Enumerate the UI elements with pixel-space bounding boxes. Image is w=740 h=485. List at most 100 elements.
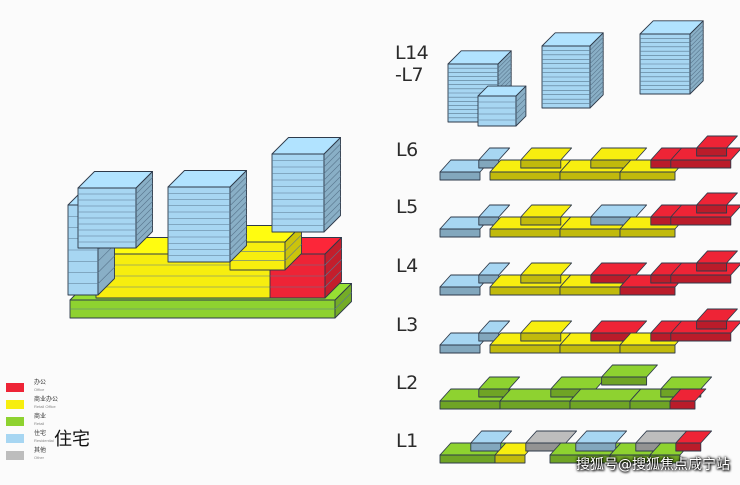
tower-middle-floor-line: [229, 201, 247, 219]
tower-middle-floor-line: [229, 232, 247, 250]
plate-l5-cell-front: [670, 216, 732, 226]
plate-l4-cell-front: [619, 286, 676, 296]
exploded-tower-left-top: [447, 50, 512, 65]
exploded-tower-right-floor-line: [689, 33, 704, 48]
tower-right-floor-line: [323, 163, 341, 181]
legend-sub-retail-office: Retail Office: [34, 404, 56, 409]
exploded-tower-left-floor-line: [497, 58, 512, 73]
tower-left-floor-line: [135, 183, 153, 201]
plate-l3-cell-top: [478, 320, 511, 334]
legend-swatch-office: [6, 383, 24, 392]
exploded-tower-middle-floor-line: [589, 76, 604, 91]
exploded-tower-right-floor-line: [689, 59, 704, 73]
exploded-tower-left-floor-line: [497, 63, 512, 77]
legend-sub-residential: Residential: [34, 438, 54, 443]
exploded-tower-right-floor-line: [689, 46, 704, 60]
tower-left-floor-line: [135, 219, 153, 237]
exploded-tower-right-floor-line: [689, 63, 704, 78]
tower-right-floor-line: [323, 169, 341, 187]
plate-l5-cell-front: [439, 228, 481, 238]
tower-middle-floor-line: [229, 182, 247, 200]
podium-office-block-floor-line: [324, 248, 342, 266]
level-label-l5: L5: [396, 196, 418, 218]
tower-middle-floor-line: [229, 239, 247, 256]
podium-office-block-floor-line: [324, 259, 342, 277]
exploded-tower-left-annex-top: [477, 85, 527, 97]
exploded-tower-middle-floor-line: [589, 72, 604, 87]
plate-l4-cell-top: [520, 262, 573, 276]
podium-office-block-floor-line: [324, 270, 342, 288]
legend-sub-other: Other: [34, 455, 45, 460]
plate-l3-cell-top: [696, 308, 738, 322]
plate-l6-cell-front: [670, 159, 732, 169]
plate-l5-cell-front: [489, 228, 561, 238]
plate-l5-cell-front: [619, 228, 676, 238]
tower-left-floor-line: [135, 207, 153, 225]
plate-l4-cell-top: [590, 262, 648, 276]
exploded-tower-middle-floor-line: [589, 54, 604, 69]
tower-left-floor-line: [135, 189, 153, 207]
plate-l1-cell-front: [494, 454, 526, 464]
legend-item-office: 办公 Office: [6, 380, 126, 397]
legend-label-office: 办公: [34, 380, 47, 386]
legend-swatch-retail-office: [6, 400, 24, 409]
plate-l2-cell-top: [550, 376, 608, 390]
tower-right-floor-line: [323, 189, 341, 207]
legend-sub-retail: Retail: [34, 421, 45, 426]
plate-l3-cell-front: [489, 344, 561, 354]
exploded-tower-middle-floor-line: [589, 81, 604, 95]
tower-right-floor-line: [323, 182, 341, 200]
plate-l5-cell-front: [696, 204, 728, 214]
tower-right-floor-line: [323, 202, 341, 220]
tower-middle-floor-line: [229, 214, 247, 231]
tower-right-floor-line: [323, 208, 341, 226]
plate-l4-cell-front: [520, 274, 562, 284]
podium-level-1-floor-line: [334, 292, 352, 310]
tower-middle-floor-line: [229, 189, 247, 206]
plate-l4-cell-front: [489, 286, 561, 296]
level-label-l4: L4: [396, 255, 418, 277]
plate-l6-cell-front: [559, 171, 621, 181]
tower-right-floor-line: [323, 195, 341, 213]
level-label-l2: L2: [396, 372, 418, 394]
plate-l1-cell-front: [675, 442, 702, 452]
tower-middle-floor-line: [229, 176, 247, 194]
exploded-tower-right-floor-line: [689, 67, 704, 82]
exploded-tower-middle-floor-line: [589, 85, 604, 100]
plate-l4-cell-front: [670, 274, 732, 284]
exploded-tower-middle-floor-line: [589, 37, 604, 51]
legend-item-retail-office: 商业办公 Retail Office: [6, 397, 126, 414]
plate-l2-cell-top: [660, 376, 713, 390]
tower-left-top: [77, 171, 153, 189]
plate-l6-cell-top: [478, 147, 511, 161]
legend-item-other: 其他 Other: [6, 448, 126, 465]
plate-l3-cell-front: [696, 320, 728, 330]
exploded-tower-left-floor-line: [497, 54, 512, 69]
plate-l3-cell-front: [670, 332, 732, 342]
exploded-tower-right-top: [639, 20, 704, 35]
level-label-l14: L14: [395, 42, 429, 64]
exploded-tower-right-floor-line: [689, 24, 704, 39]
plate-l4-cell-front: [439, 286, 481, 296]
exploded-tower-left-floor-line: [497, 67, 512, 81]
plate-l1-cell-top: [525, 430, 578, 444]
tower-left-floor-line: [135, 213, 153, 231]
tower-left-base-floor-line: [97, 255, 115, 273]
legend-swatch-retail: [6, 417, 24, 426]
exploded-tower-right-floor-line: [689, 42, 704, 56]
exploded-tower-left-annex-front: [477, 95, 517, 127]
plate-l1-cell-front: [575, 442, 617, 452]
plate-l1-cell-front: [439, 454, 496, 464]
exploded-tower-middle-floor-line: [589, 59, 604, 73]
tower-right-floor-line: [323, 143, 341, 161]
exploded-tower-middle-floor-line: [589, 63, 604, 78]
tower-left-floor-line: [135, 177, 153, 195]
plate-l5-cell-top: [520, 204, 573, 218]
plate-l5-cell-front: [520, 216, 562, 226]
exploded-tower-middle-floor-line: [589, 68, 604, 82]
tower-right-top: [271, 137, 341, 155]
tower-middle-floor-line: [229, 220, 247, 238]
plate-l6-cell-front: [619, 171, 676, 181]
